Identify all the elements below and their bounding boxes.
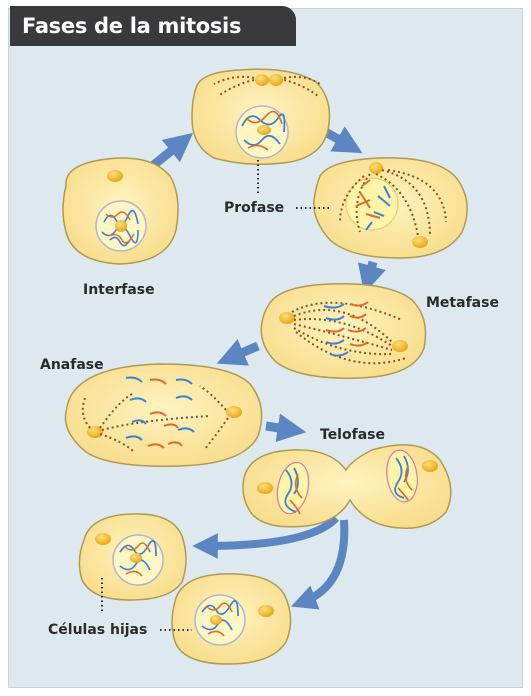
arrow-metafase-to-anafase xyxy=(216,339,260,366)
label-profase: Profase xyxy=(224,200,285,216)
label-interfase: Interfase xyxy=(83,282,155,298)
daughter-cell-top xyxy=(78,513,187,601)
cell-interfase xyxy=(62,157,179,265)
cell-anafase xyxy=(64,363,263,467)
cell-telofase xyxy=(242,444,452,529)
arrow-telofase-to-daughter-top xyxy=(192,515,339,559)
centrosome xyxy=(107,170,123,182)
cell-profase xyxy=(191,68,331,165)
figure-title: Fases de la mitosis xyxy=(10,6,296,46)
arrow-telofase-to-daughter-bottom xyxy=(291,519,349,610)
label-anafase: Anafase xyxy=(40,357,104,373)
arrow-to-metafase xyxy=(357,260,386,294)
cell-metafase xyxy=(260,283,427,379)
label-telofase: Telofase xyxy=(320,427,385,443)
label-metafase: Metafase xyxy=(426,295,499,311)
leader-lines xyxy=(101,160,330,631)
daughter-cell-bottom xyxy=(171,573,292,665)
label-celulas-hijas: Células hijas xyxy=(48,622,148,638)
cell-prometafase xyxy=(313,157,468,259)
arrow-anafase-to-telofase xyxy=(265,413,307,443)
